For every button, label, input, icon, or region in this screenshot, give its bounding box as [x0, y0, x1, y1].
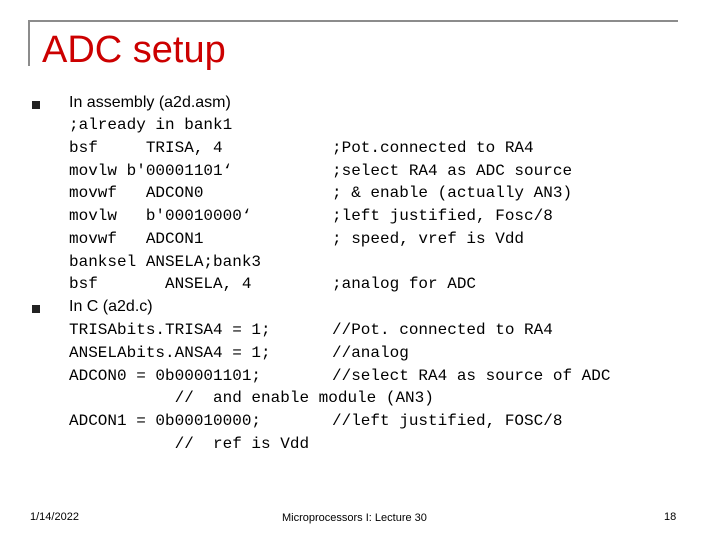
code-line: movwf ADCON0	[69, 184, 204, 202]
code-line: movwf ADCON1	[69, 230, 204, 248]
code-comment: ; speed, vref is Vdd	[332, 230, 525, 248]
code-line: ;already in bank1	[69, 116, 233, 134]
code-line: movlw b'00001101‘	[69, 162, 233, 180]
code-line: bsf ANSELA, 4	[69, 275, 252, 293]
code-line: ADCON1 = 0b00010000;	[69, 412, 262, 430]
footer-page-number: 18	[664, 511, 677, 523]
code-comment: ;left justified, Fosc/8	[332, 207, 553, 225]
code-line: ADCON0 = 0b00001101;	[69, 367, 262, 385]
code-comment: ;analog for ADC	[332, 275, 477, 293]
slide-title: ADC setup	[42, 29, 226, 71]
title-frame-top-rule	[28, 20, 678, 22]
code-comment: ;Pot.connected to RA4	[332, 139, 534, 157]
code-line: ANSELAbits.ANSA4 = 1;	[69, 344, 271, 362]
code-comment: ; & enable (actually AN3)	[332, 184, 573, 202]
code-line: // and enable module (AN3)	[69, 389, 434, 407]
bullet-square-icon	[32, 305, 40, 313]
footer-course-title: Microprocessors I: Lecture 30	[282, 512, 427, 524]
code-line: // ref is Vdd	[69, 435, 310, 453]
code-line: movlw b'00010000‘	[69, 207, 252, 225]
code-comment: //analog	[332, 344, 409, 362]
bullet-square-icon	[32, 101, 40, 109]
bullet-heading-assembly: In assembly (a2d.asm)	[69, 94, 231, 111]
bullet-heading-c: In C (a2d.c)	[69, 298, 153, 315]
code-line: banksel ANSELA;bank3	[69, 253, 262, 271]
code-comment: //left justified, FOSC/8	[332, 412, 563, 430]
footer-date: 1/14/2022	[30, 511, 79, 523]
code-line: bsf TRISA, 4	[69, 139, 223, 157]
code-comment: //Pot. connected to RA4	[332, 321, 553, 339]
code-comment: ;select RA4 as ADC source	[332, 162, 573, 180]
code-comment: //select RA4 as source of ADC	[332, 367, 611, 385]
title-frame-left-rule	[28, 20, 30, 66]
code-line: TRISAbits.TRISA4 = 1;	[69, 321, 271, 339]
